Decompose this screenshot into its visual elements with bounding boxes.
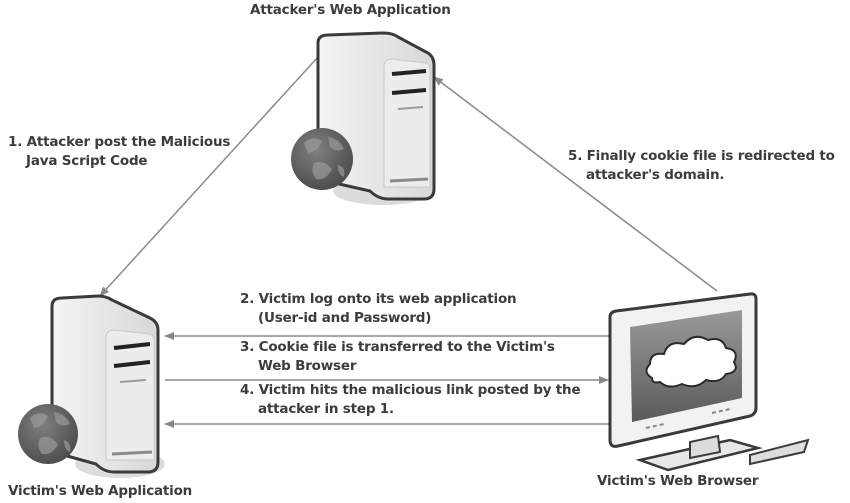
- step-5-label: 5. Finally cookie file is redirected to …: [568, 147, 835, 185]
- arrow-step-1: [99, 56, 319, 297]
- step-4-text-line2: attacker in step 1.: [258, 401, 394, 417]
- step-2-number: 2.: [240, 291, 255, 307]
- step-4-number: 4.: [240, 382, 255, 398]
- globe-icon: [291, 128, 353, 190]
- step-2-label: 2. Victim log onto its web application (…: [240, 290, 517, 328]
- step-2-text-line2: (User-id and Password): [258, 310, 432, 326]
- victim-server-icon: [18, 294, 165, 478]
- step-1-text-line2: Java Script Code: [26, 153, 148, 169]
- step-5-text: Finally cookie file is redirected to: [586, 148, 835, 164]
- step-1-number: 1.: [8, 134, 23, 150]
- victim-browser-monitor-icon: [608, 292, 810, 472]
- step-3-text-line2: Web Browser: [258, 358, 357, 374]
- cloud-icon: [645, 335, 737, 388]
- step-5-text-line2: attacker's domain.: [586, 167, 725, 183]
- node-label-attacker-app: Attacker's Web Application: [250, 2, 451, 18]
- node-label-victim-browser: Victim's Web Browser: [597, 473, 759, 489]
- step-1-label: 1. Attacker post the Malicious Java Scri…: [8, 133, 230, 171]
- step-3-label: 3. Cookie file is transferred to the Vic…: [240, 338, 555, 376]
- arrow-step-5: [433, 76, 718, 292]
- attacker-server-icon: [291, 31, 436, 205]
- node-label-victim-app: Victim's Web Application: [8, 483, 193, 499]
- step-3-text: Cookie file is transferred to the Victim…: [258, 339, 555, 355]
- step-1-text: Attacker post the Malicious: [26, 134, 231, 150]
- step-4-text: Victim hits the malicious link posted by…: [258, 382, 581, 398]
- step-5-number: 5.: [568, 148, 583, 164]
- step-3-number: 3.: [240, 339, 255, 355]
- step-2-text: Victim log onto its web application: [258, 291, 517, 307]
- globe-icon: [18, 404, 78, 464]
- step-4-label: 4. Victim hits the malicious link posted…: [240, 381, 581, 419]
